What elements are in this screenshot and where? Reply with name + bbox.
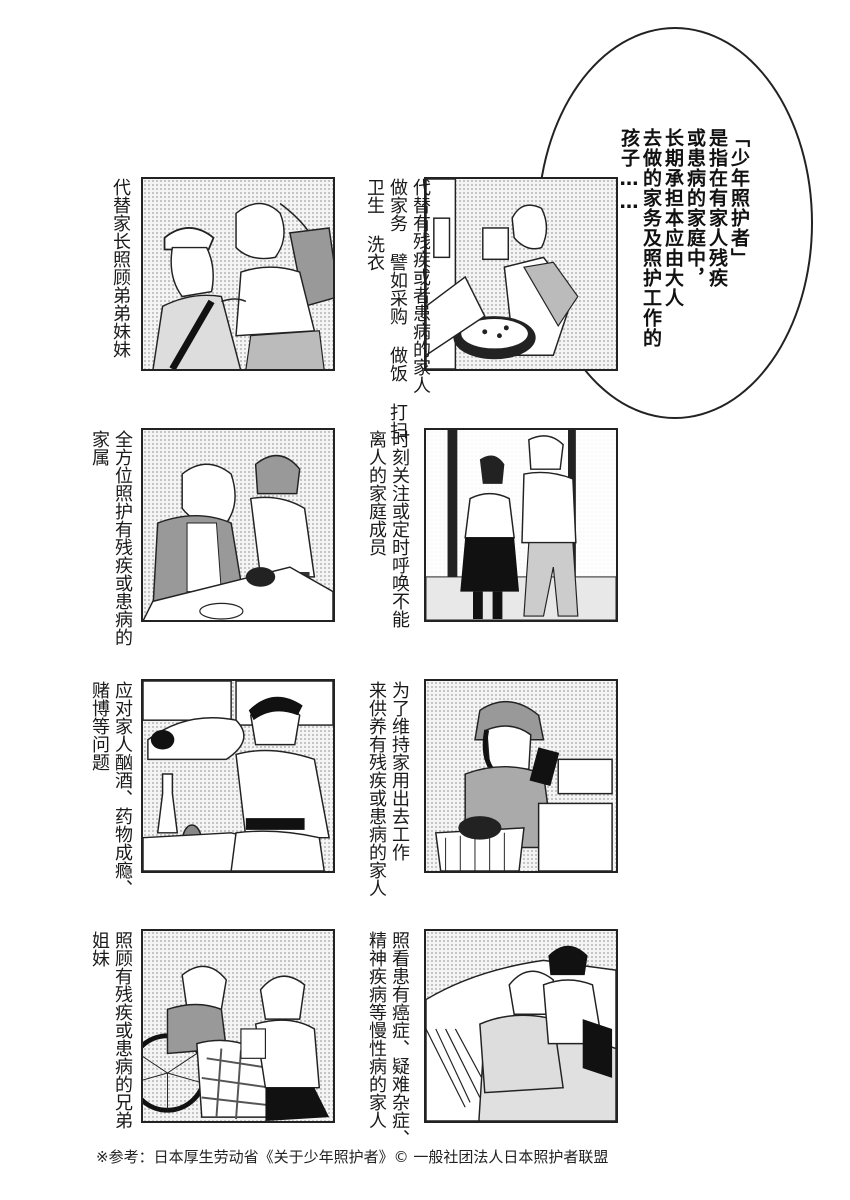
bubble-line: 是指在有家人残疾 [706, 128, 728, 288]
caption-line: 姐妹 [89, 931, 110, 967]
panel-addiction-illustration [141, 679, 335, 873]
caption-line: 代替家长照顾弟弟妹妹 [110, 178, 131, 358]
panel-disabled-sibling-illustration [141, 929, 335, 1123]
caption-line: 卫生 洗衣 [364, 178, 385, 271]
caption-line: 照看患有癌症、疑难杂症、 [389, 931, 410, 1147]
panel-work-illustration [424, 679, 618, 873]
panel-housework-illustration [424, 177, 618, 371]
sister-and-brother-illustration [152, 202, 333, 369]
girl-helping-patient-illustration [426, 945, 616, 1121]
girl-supporting-elder-illustration [426, 430, 616, 620]
caption-siblings: 代替家长照顾弟弟妹妹 [110, 178, 131, 358]
caption-chronic-illness: 照看患有癌症、疑难杂症、 精神疾病等慢性病的家人 [366, 931, 410, 1147]
caption-housework: 代替有残疾或者患病的家人 做家务 譬如采购 做饭 打扫 卫生 洗衣 [364, 178, 431, 439]
caption-work: 为了维持家用出去工作 来供养有残疾或患病的家人 [366, 681, 410, 897]
caption-full-care: 全方位照护有残疾或患病的 家属 [89, 430, 133, 646]
child-helping-wheelchair-sibling-illustration [143, 965, 330, 1121]
caption-line: 离人的家庭成员 [366, 430, 387, 556]
caption-line: 家属 [89, 430, 110, 466]
caption-line: 全方位照护有残疾或患病的 [112, 430, 133, 646]
caption-line: 代替有残疾或者患病的家人 [410, 178, 431, 394]
reference-footnote: ※参考：日本厚生劳动省《关于少年照护者》© 一般社团法人日本照护者联盟 [96, 1148, 609, 1166]
bubble-line: 去做的家务及照护工作的 [640, 128, 662, 348]
caption-line: 赌博等问题 [89, 681, 110, 771]
panel-full-care-illustration [141, 428, 335, 622]
caption-addiction: 应对家人酗酒、药物成瘾、 赌博等问题 [89, 681, 133, 897]
caption-line: 时刻关注或定时呼唤不能 [389, 430, 410, 628]
cooking-girl-illustration [426, 179, 579, 369]
bubble-line: 孩子…… [618, 128, 640, 214]
feeding-elder-illustration [143, 454, 333, 620]
caption-watch-over: 时刻关注或定时呼唤不能 离人的家庭成员 [366, 430, 410, 628]
panel-siblings-illustration [141, 177, 335, 371]
panel-chronic-illness-illustration [424, 929, 618, 1123]
bubble-line: 「少年照护者」 [728, 128, 750, 268]
bubble-line: 长期承担本应由大人 [662, 128, 684, 308]
intro-definition-text: 「少年照护者」 是指在有家人残疾 或患病的家庭中， 长期承担本应由大人 去做的家… [618, 128, 750, 348]
caption-line: 精神疾病等慢性病的家人 [366, 931, 387, 1129]
caption-disabled-sibling: 照顾有残疾或患病的兄弟 姐妹 [89, 931, 133, 1129]
caption-line: 应对家人酗酒、药物成瘾、 [112, 681, 133, 897]
boy-cleaning-bottles-illustration [143, 681, 333, 871]
girl-at-register-illustration [434, 700, 613, 871]
panel-watch-over-illustration [424, 428, 618, 622]
caption-line: 为了维持家用出去工作 [389, 681, 410, 861]
caption-line: 来供养有残疾或患病的家人 [366, 681, 387, 897]
bubble-line: 或患病的家庭中， [684, 128, 706, 288]
caption-line: 照顾有残疾或患病的兄弟 [112, 931, 133, 1129]
caption-line: 做家务 譬如采购 做饭 打扫 [387, 178, 408, 439]
